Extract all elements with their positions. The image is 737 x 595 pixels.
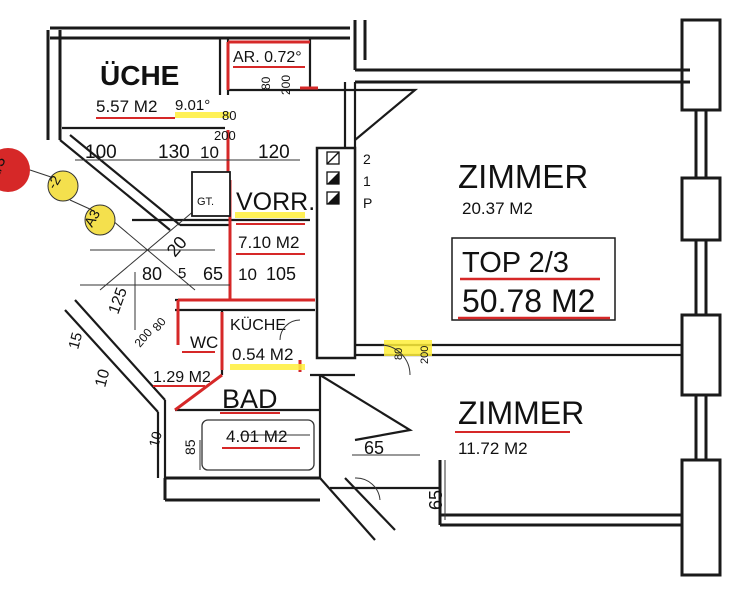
- dim-label: 85: [182, 439, 198, 455]
- room-name-kueche-small: KÜCHE: [230, 316, 286, 334]
- dim-label: 65: [203, 264, 223, 284]
- room-name-zimmer-big: ZIMMER: [458, 158, 588, 195]
- highlights: [175, 112, 432, 370]
- top-label-box: [451, 237, 616, 321]
- top-area: 50.78 M2: [462, 283, 595, 319]
- yellow-badge: [84, 204, 116, 236]
- dim-label: 100: [85, 142, 117, 163]
- dim-label: 80: [259, 76, 273, 90]
- room-area-vorraum: 7.10 M2: [238, 233, 299, 252]
- room-area-wc: 1.29 M2: [153, 369, 211, 386]
- room-name-bad: BAD: [222, 384, 278, 414]
- room-area-zimmer-small: 11.72 M2: [458, 439, 528, 458]
- room-name-wc: WC: [190, 333, 218, 352]
- door-arcs: [279, 319, 411, 501]
- dim-label: 105: [266, 264, 296, 284]
- dim-label: 10: [238, 265, 257, 284]
- dim-label: 15: [65, 331, 86, 352]
- shaft: 2 1 P: [315, 146, 372, 360]
- yellow-badge: [47, 170, 79, 202]
- dimension-lines: [75, 159, 446, 520]
- gas-meter-label: GT.: [197, 196, 214, 208]
- dimension-labels: 100 130 10 120 80 200 80 200 80 5 65 10 …: [65, 75, 446, 510]
- bathtub: [201, 419, 315, 471]
- dim-label: 5: [178, 265, 186, 282]
- room-name-zimmer-small: ZIMMER: [458, 395, 584, 431]
- dim-label: 125: [106, 285, 131, 316]
- room-area-zimmer-big: 20.37 M2: [462, 199, 533, 218]
- room-area-kueche-small: 0.54 M2: [232, 345, 293, 364]
- dim-label: 20: [163, 232, 191, 260]
- dim-label: 10: [200, 143, 219, 162]
- dim-label: 120: [258, 142, 290, 163]
- dim-label: 80: [142, 264, 162, 284]
- dim-label: 9.01°: [175, 97, 210, 114]
- shaft-row-label: P: [363, 195, 372, 211]
- dim-label: 10: [145, 429, 165, 448]
- dim-label: 10: [92, 367, 113, 389]
- shaft-row-label: 1: [363, 173, 371, 189]
- dim-label: 65: [364, 438, 384, 458]
- room-area-kueche: 5.57 M2: [96, 97, 157, 116]
- room-name-vorraum: VORR.: [236, 188, 315, 216]
- shaft-row-label: 2: [363, 151, 371, 167]
- top-label: TOP 2/3: [462, 247, 569, 279]
- dim-label: 80: [393, 348, 405, 360]
- red-badge: [0, 148, 30, 192]
- badges: 2/3 -2 A3: [0, 148, 116, 236]
- dim-label: 130: [158, 142, 190, 163]
- yellow-badge-label: A3: [81, 206, 104, 229]
- dim-label: 80: [222, 108, 236, 123]
- dim-label: 65: [426, 490, 446, 510]
- room-name-kueche: ÜCHE: [100, 60, 179, 91]
- dim-label: 80: [150, 314, 170, 333]
- room-area-bad: 4.01 M2: [226, 427, 287, 446]
- dim-label: 200: [419, 346, 431, 364]
- dim-label: 200: [214, 128, 236, 143]
- walls: [46, 18, 722, 577]
- red-badge-label: 2/3: [0, 155, 9, 182]
- gas-meter-box: [191, 171, 231, 217]
- room-name-abstellraum: AR. 0.72°: [233, 49, 302, 66]
- dim-label: 200: [279, 75, 293, 95]
